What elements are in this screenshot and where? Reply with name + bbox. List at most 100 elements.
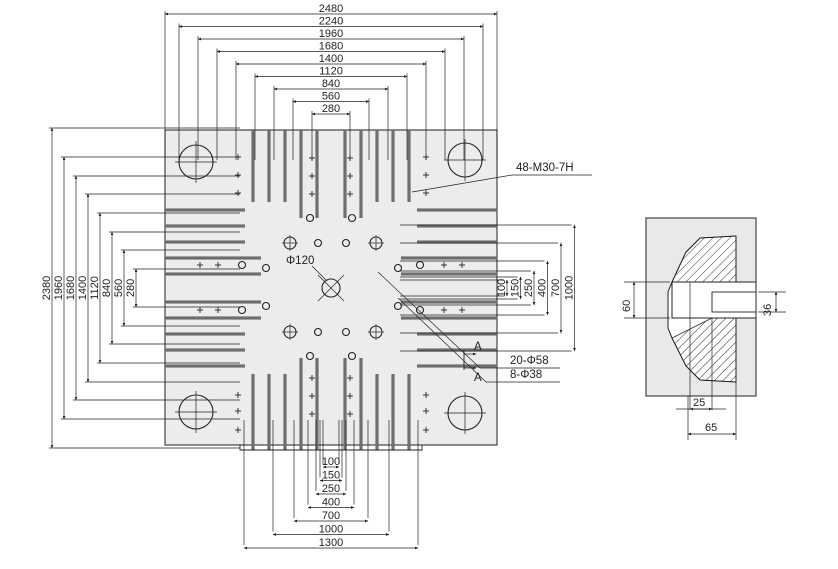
threaded-hole — [459, 307, 465, 313]
left-dim-280: 280 — [125, 279, 137, 297]
section-dim-65: 65 — [705, 422, 717, 434]
threaded-hole — [235, 427, 241, 433]
t-slots — [165, 130, 497, 450]
t-slot-horizontal-right — [417, 240, 497, 244]
section-dim-60: 60 — [621, 300, 633, 312]
t-slot-vertical-bottom — [299, 358, 303, 450]
bottom-dim-1000: 1000 — [319, 524, 343, 536]
t-slot-horizontal-left — [165, 364, 245, 368]
top-dim-2240: 2240 — [319, 16, 343, 28]
threaded-hole — [347, 393, 353, 399]
t-slot-vertical-bottom — [407, 374, 411, 450]
section-dim-36: 36 — [762, 304, 774, 316]
t-slot-vertical-bottom — [251, 374, 255, 450]
left-dim-1400: 1400 — [77, 276, 89, 300]
threaded-hole — [309, 191, 315, 197]
left-dim-1680: 1680 — [65, 276, 77, 300]
threaded-hole — [235, 392, 241, 398]
holes-58-callout: 20-Φ58 — [510, 355, 549, 367]
t-slot-horizontal-right — [401, 272, 497, 276]
t-slot-horizontal-left — [165, 300, 261, 304]
left-dim-1120: 1120 — [89, 276, 101, 300]
threaded-hole — [309, 375, 315, 381]
t-slot-horizontal-left — [165, 224, 245, 228]
threaded-hole — [197, 262, 203, 268]
threaded-hole — [309, 173, 315, 179]
bottom-dim-100: 100 — [322, 456, 340, 468]
right-dim-700: 700 — [550, 279, 562, 297]
t-slot-vertical-top — [283, 130, 287, 202]
bottom-dim-150: 150 — [322, 470, 340, 482]
threaded-hole — [423, 392, 429, 398]
t-slot-horizontal-left — [165, 316, 261, 320]
threaded-hole — [215, 262, 221, 268]
top-dim-1680: 1680 — [319, 41, 343, 53]
threaded-hole — [423, 190, 429, 196]
bottom-dim-400: 400 — [322, 497, 340, 509]
threaded-hole — [423, 427, 429, 433]
section-marker-top: A — [474, 341, 482, 353]
threaded-hole — [309, 411, 315, 417]
top-dim-1400: 1400 — [319, 53, 343, 65]
top-dim-840: 840 — [322, 78, 340, 90]
threaded-hole — [347, 191, 353, 197]
right-dim-1000: 1000 — [564, 276, 576, 300]
callout-holes: 20-Φ58 8-Φ38 A A — [377, 271, 560, 384]
t-slot-vertical-bottom — [343, 358, 347, 450]
t-slot-vertical-top — [407, 130, 411, 202]
threaded-hole — [423, 172, 429, 178]
callout-threaded: 48-M30-7H — [411, 162, 592, 193]
t-slot-horizontal-left — [165, 208, 245, 212]
t-slot-horizontal-right — [401, 300, 497, 304]
left-dim-2380: 2380 — [41, 276, 53, 300]
t-slot-vertical-bottom — [315, 358, 319, 450]
threaded-hole — [235, 172, 241, 178]
t-slot-vertical-bottom — [359, 358, 363, 450]
t-slot-horizontal-right — [417, 208, 497, 212]
t-slot-horizontal-left — [165, 256, 261, 260]
t-slot-horizontal-right — [417, 348, 497, 352]
t-slot-horizontal-right — [401, 316, 497, 320]
threaded-hole — [215, 307, 221, 313]
bottom-dim-250: 250 — [322, 483, 340, 495]
holes-38-callout: 8-Φ38 — [510, 369, 542, 381]
t-slot-vertical-top — [315, 130, 319, 218]
t-slot-vertical-top — [299, 130, 303, 218]
t-slot-vertical-top — [359, 130, 363, 218]
left-dim-840: 840 — [101, 279, 113, 297]
threaded-hole — [235, 190, 241, 196]
top-dim-1120: 1120 — [319, 66, 343, 78]
t-slot-horizontal-right — [417, 332, 497, 336]
bottom-dim-700: 700 — [322, 510, 340, 522]
threaded-hole — [441, 307, 447, 313]
t-slot-horizontal-right — [417, 364, 497, 368]
holes-58 — [237, 213, 425, 361]
bottom-dim-1300: 1300 — [319, 537, 343, 549]
threaded-hole — [347, 173, 353, 179]
t-slot-vertical-top — [391, 130, 395, 202]
top-dim-280: 280 — [322, 103, 340, 115]
threaded-hole — [347, 375, 353, 381]
section-marker-bottom: A — [474, 372, 482, 384]
threaded-hole — [423, 408, 429, 414]
top-dim-560: 560 — [322, 91, 340, 103]
threaded-holes-callout: 48-M30-7H — [516, 162, 574, 174]
t-slot-horizontal-left — [165, 332, 245, 336]
t-slot-vertical-top — [375, 130, 379, 202]
t-slot-vertical-bottom — [375, 374, 379, 450]
t-slot-horizontal-left — [165, 240, 245, 244]
t-slot-vertical-bottom — [283, 374, 287, 450]
t-slot-vertical-top — [267, 130, 271, 202]
left-dim-560: 560 — [113, 279, 125, 297]
top-dim-2480: 2480 — [319, 3, 343, 15]
right-dim-100: 100 — [496, 279, 508, 297]
right-dim-250: 250 — [523, 279, 535, 297]
t-slot-horizontal-left — [165, 348, 245, 352]
section-view: 60 36 25 65 — [621, 217, 786, 440]
t-slot-horizontal-right — [417, 224, 497, 228]
